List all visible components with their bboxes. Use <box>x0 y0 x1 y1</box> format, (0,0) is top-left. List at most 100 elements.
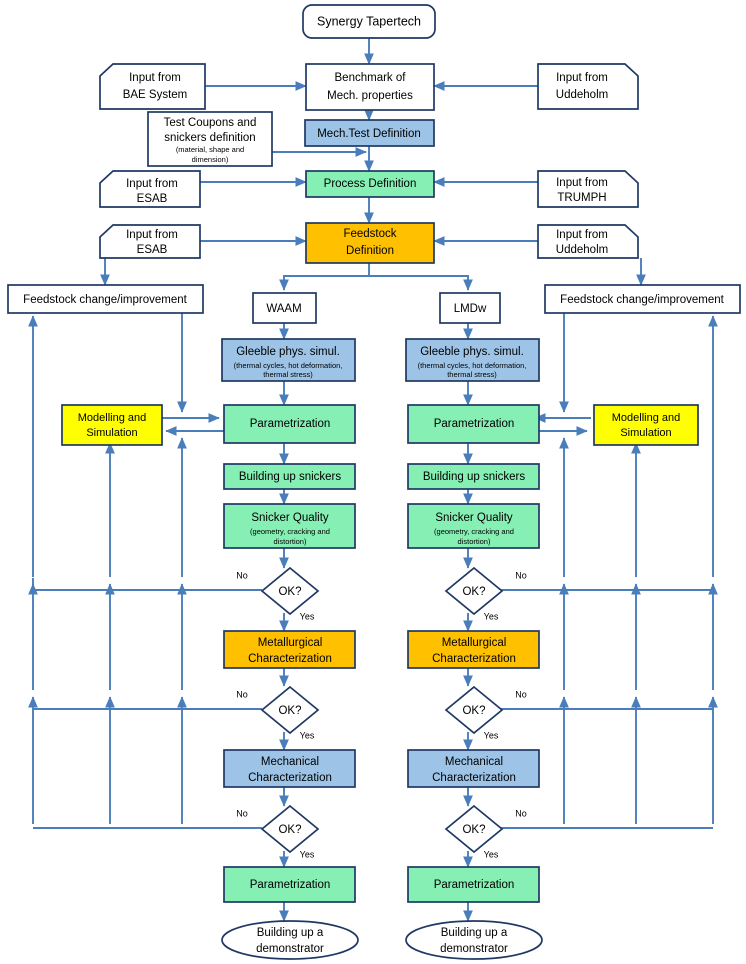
node-label-line1: Snicker Quality <box>435 512 513 524</box>
node-label-line3: thermal stress) <box>447 370 497 379</box>
node-parametrization-right[interactable]: Parametrization <box>407 404 540 444</box>
node-label-line1: Feedstock <box>343 228 396 240</box>
decision-label: OK? <box>462 824 485 836</box>
node-label: Parametrization <box>250 418 331 430</box>
node-label-line2: demonstrator <box>440 943 508 955</box>
node-label-line2: Mech. properties <box>327 90 413 102</box>
decision-ok2-left[interactable]: OK? <box>260 685 320 735</box>
label-yes: Yes <box>300 611 315 621</box>
node-test-coupons[interactable]: Test Coupons and snickers definition (ma… <box>147 111 273 167</box>
node-feedstock-change-right[interactable]: Feedstock change/improvement <box>544 284 741 314</box>
node-snicker-quality-right[interactable]: Snicker Quality (geometry, cracking and … <box>407 503 540 549</box>
node-building-snickers-left[interactable]: Building up snickers <box>223 463 356 490</box>
node-demonstrator-left[interactable]: Building up a demonstrator <box>221 920 359 960</box>
node-label-line2: (thermal cycles, hot deformation, <box>234 361 343 370</box>
node-label: Feedstock change/improvement <box>23 294 187 306</box>
node-label-line1: Metallurgical <box>258 637 323 649</box>
node-gleeble-left[interactable]: Gleeble phys. simul. (thermal cycles, ho… <box>221 338 356 382</box>
node-label-line1: Input from <box>556 177 608 189</box>
node-input-esab-process[interactable]: Input from ESAB <box>99 170 201 208</box>
label-no: No <box>236 808 248 818</box>
label-no: No <box>236 689 248 699</box>
node-modelling-right[interactable]: Modelling and Simulation <box>593 404 699 446</box>
node-label-line2: (geometry, cracking and <box>434 527 514 536</box>
node-input-bae[interactable]: Input from BAE System <box>99 63 206 110</box>
node-benchmark[interactable]: Benchmark of Mech. properties <box>305 63 435 111</box>
node-input-trumph[interactable]: Input from TRUMPH <box>537 170 639 208</box>
node-label: Parametrization <box>250 879 331 891</box>
decision-label: OK? <box>278 705 301 717</box>
no-left-1 <box>32 578 262 591</box>
node-building-snickers-right[interactable]: Building up snickers <box>407 463 540 490</box>
edge-labels: No No Yes Yes No No Yes Yes No No Yes Ye… <box>236 570 527 859</box>
node-label-line2: ESAB <box>137 244 168 256</box>
node-label-line3: (material, shape and <box>176 145 244 154</box>
node-feedstock-definition[interactable]: Feedstock Definition <box>305 222 435 264</box>
node-label-line1: Input from <box>129 72 181 84</box>
node-label-line2: Characterization <box>432 653 516 665</box>
connectors <box>28 37 718 922</box>
node-label-line3: thermal stress) <box>263 370 313 379</box>
node-mech-test-definition[interactable]: Mech.Test Definition <box>304 119 435 147</box>
node-input-esab-feedstock[interactable]: Input from ESAB <box>99 224 201 259</box>
node-label-line4: dimension) <box>192 155 229 164</box>
node-mechanical-left[interactable]: Mechanical Characterization <box>223 749 356 788</box>
node-input-uddeholm-feedstock[interactable]: Input from Uddeholm <box>537 224 639 259</box>
node-label-line2: BAE System <box>123 89 188 101</box>
node-label-line1: Gleeble phys. simul. <box>236 346 340 358</box>
node-label: Feedstock change/improvement <box>560 294 724 306</box>
node-lmdw[interactable]: LMDw <box>439 292 501 324</box>
node-waam[interactable]: WAAM <box>252 292 317 324</box>
node-label-line1: Metallurgical <box>442 637 507 649</box>
node-demonstrator-right[interactable]: Building up a demonstrator <box>405 920 543 960</box>
node-label: LMDw <box>454 303 487 315</box>
node-input-uddeholm-top[interactable]: Input from Uddeholm <box>537 63 639 110</box>
node-label-line2: ESAB <box>137 193 168 205</box>
node-label: Synergy Tapertech <box>317 14 421 28</box>
node-label-line2: TRUMPH <box>557 192 606 204</box>
label-yes: Yes <box>300 849 315 859</box>
node-parametrization-final-left[interactable]: Parametrization <box>223 866 356 903</box>
node-label-line2: Uddeholm <box>556 89 608 101</box>
label-no: No <box>515 689 527 699</box>
node-metallurgical-left[interactable]: Metallurgical Characterization <box>223 630 356 669</box>
node-parametrization-final-right[interactable]: Parametrization <box>407 866 540 903</box>
node-label-line2: Characterization <box>248 653 332 665</box>
decision-ok1-left[interactable]: OK? <box>260 566 320 616</box>
node-label-line1: Building up a <box>441 927 508 939</box>
decision-ok3-left[interactable]: OK? <box>260 804 320 854</box>
node-label-line1: Gleeble phys. simul. <box>420 346 524 358</box>
node-gleeble-right[interactable]: Gleeble phys. simul. (thermal cycles, ho… <box>405 338 540 382</box>
node-label: Building up snickers <box>423 471 526 483</box>
node-parametrization-left[interactable]: Parametrization <box>223 404 356 444</box>
node-process-definition[interactable]: Process Definition <box>305 170 435 198</box>
decision-label: OK? <box>278 824 301 836</box>
node-feedstock-change-left[interactable]: Feedstock change/improvement <box>7 284 204 314</box>
decision-ok3-right[interactable]: OK? <box>444 804 504 854</box>
label-yes: Yes <box>484 849 499 859</box>
decision-ok2-right[interactable]: OK? <box>444 685 504 735</box>
node-label-line1: Building up a <box>257 927 324 939</box>
edge-feedstock-waam <box>279 262 370 291</box>
node-label-line2: Characterization <box>248 772 332 784</box>
node-label-line2: Simulation <box>620 427 671 439</box>
node-label-line1: Input from <box>556 229 608 241</box>
decision-ok1-right[interactable]: OK? <box>444 566 504 616</box>
node-label-line1: Input from <box>556 72 608 84</box>
node-label-line3: distortion) <box>274 537 307 546</box>
node-synergy-tapertech[interactable]: Synergy Tapertech <box>302 4 436 39</box>
node-label-line1: Input from <box>126 178 178 190</box>
label-no: No <box>515 808 527 818</box>
node-label-line2: Characterization <box>432 772 516 784</box>
node-label-line2: (thermal cycles, hot deformation, <box>418 361 527 370</box>
node-label-line2: snickers definition <box>164 132 255 144</box>
node-metallurgical-right[interactable]: Metallurgical Characterization <box>407 630 540 669</box>
node-snicker-quality-left[interactable]: Snicker Quality (geometry, cracking and … <box>223 503 356 549</box>
node-label-line1: Modelling and <box>78 412 147 424</box>
node-modelling-left[interactable]: Modelling and Simulation <box>61 404 163 446</box>
node-mechanical-right[interactable]: Mechanical Characterization <box>407 749 540 788</box>
node-label: Parametrization <box>434 418 515 430</box>
label-yes: Yes <box>300 730 315 740</box>
